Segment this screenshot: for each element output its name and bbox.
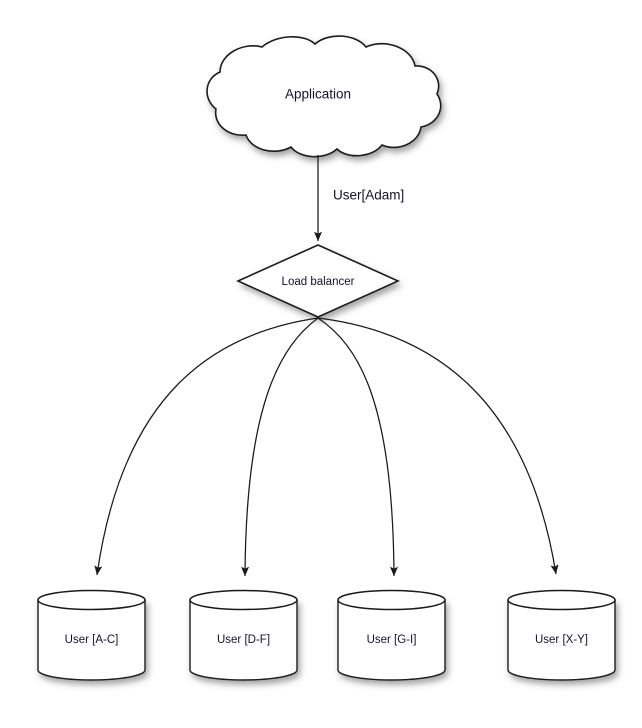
edge-balancer-to-store-3 (317, 317, 559, 575)
store-label-3: User [X-Y] (535, 634, 588, 646)
diamond-shape (236, 244, 400, 318)
cylinder-body-2 (337, 599, 446, 681)
application-label: Application (285, 87, 351, 102)
edge-balancer-to-store-0 (94, 317, 319, 576)
cylinder-top-1 (189, 589, 298, 611)
edge-balancer-to-store-1 (241, 317, 319, 577)
node-load-balancer[interactable]: Load balancer (236, 244, 400, 318)
edge-application-to-balancer: User[Adam] (314, 155, 404, 242)
cylinder-body-3 (507, 599, 616, 681)
cylinder-top-3 (507, 589, 616, 611)
store-label-0: User [A-C] (65, 634, 119, 646)
node-store-3[interactable]: User [X-Y] (507, 589, 616, 681)
store-label-1: User [D-F] (217, 634, 270, 646)
edge-curve-store-3 (317, 317, 559, 575)
node-store-2[interactable]: User [G-I] (337, 589, 446, 681)
node-application-cloud[interactable]: Application (206, 35, 442, 158)
load-balancer-label: Load balancer (282, 276, 355, 288)
cylinder-body-0 (37, 599, 146, 681)
node-store-1[interactable]: User [D-F] (189, 589, 298, 681)
edge-curve-store-1 (241, 317, 319, 577)
cylinder-top-2 (337, 589, 446, 611)
edge-curve-store-0 (94, 317, 319, 576)
edge-label-user-adam: User[Adam] (333, 188, 404, 203)
cloud-shape (206, 35, 442, 158)
edge-curve-store-2 (317, 317, 398, 577)
edge-balancer-to-store-2 (317, 317, 398, 577)
cylinder-top-0 (37, 589, 146, 611)
node-store-0[interactable]: User [A-C] (37, 589, 146, 681)
cylinder-body-1 (189, 599, 298, 681)
store-label-2: User [G-I] (367, 634, 417, 646)
